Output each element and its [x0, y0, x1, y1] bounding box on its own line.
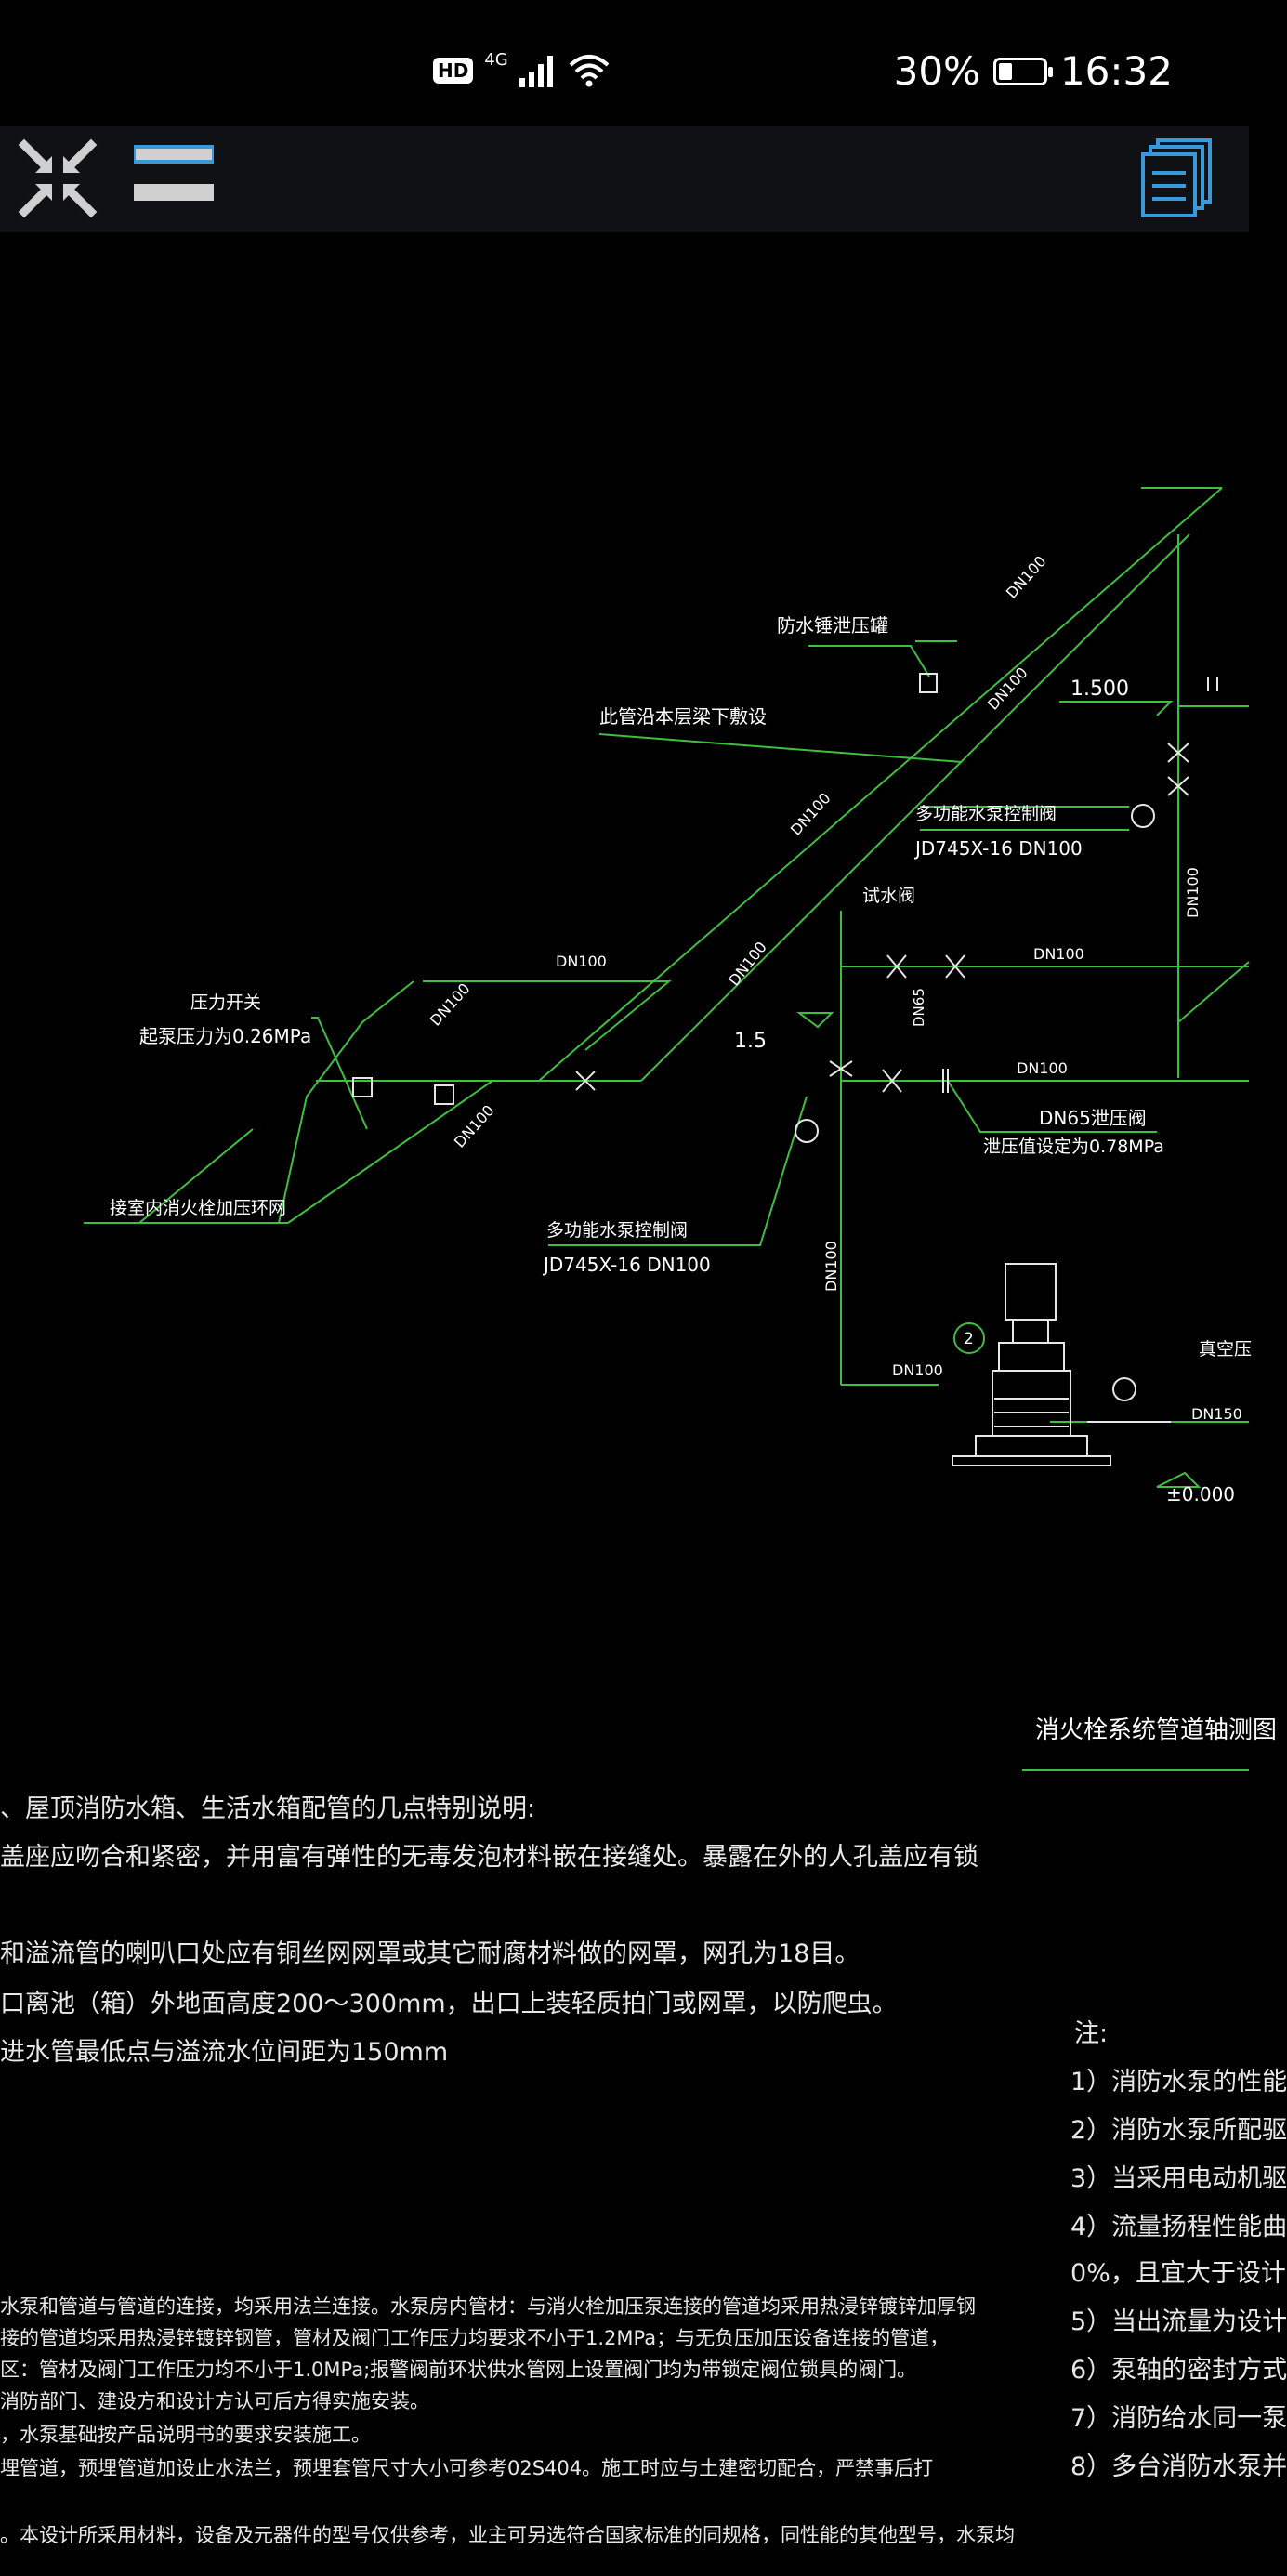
status-right: 30% 16:32 — [894, 48, 1173, 94]
label-pressure-switch: 压力开关 — [190, 992, 261, 1013]
notes-right-n5: 5）当出流量为设计 — [1070, 2307, 1287, 2336]
label-dn100-diag-d: DN100 — [427, 979, 474, 1029]
notes-left-small7: 。本设计所采用材料，设备及元器件的型号仅供参考，业主可另选符合国家标准的同规格，… — [0, 2524, 1015, 2546]
label-dn100-branch: DN100 — [1033, 945, 1084, 963]
notes-left-small3: 区：管材及阀门工作压力均不小于1.0MPa;报警阀前环状供水管网上设置阀门均为带… — [0, 2359, 917, 2381]
drawing-labels: 防水锤泄压罐 此管沿本层梁下敷设 1.500 多功能水泵控制阀 JD745X-1… — [110, 552, 1252, 1505]
status-bar: HD 4G 30% 16:32 — [0, 0, 1249, 126]
signal-indicators: HD 4G — [433, 50, 611, 87]
notes-right-n7: 7）消防给水同一泵 — [1070, 2404, 1287, 2433]
notes-right-n3: 3）当采用电动机驱 — [1070, 2164, 1287, 2193]
label-elevation-1-5: 1.5 — [734, 1030, 767, 1053]
notes-left-heading: 、屋顶消防水箱、生活水箱配管的几点特别说明: — [0, 1794, 536, 1823]
label-dn100-top: DN100 — [556, 953, 607, 970]
clock: 16:32 — [1059, 48, 1173, 94]
notes-left-small4: 消防部门、建设方和设计方认可后方得实施安装。 — [0, 2390, 429, 2412]
label-dn65: DN65 — [911, 988, 927, 1027]
label-dn100-main: DN100 — [1017, 1059, 1068, 1077]
label-dn100-riser: DN100 — [1184, 867, 1202, 918]
label-pipe-along-beam: 此管沿本层梁下敷设 — [599, 705, 767, 728]
label-dn100-riser-b: DN100 — [822, 1241, 840, 1292]
label-elevation-0: ±0.000 — [1166, 1483, 1235, 1505]
fire-pump[interactable] — [952, 1263, 1171, 1466]
battery-level — [998, 62, 1012, 80]
notes-left-small2: 接的管道均采用热浸锌镀锌钢管，管材及阀门工作压力均要求不小于1.2MPa；与无负… — [0, 2327, 950, 2349]
battery-percent: 30% — [893, 48, 980, 94]
battery-icon — [992, 57, 1053, 85]
label-elevation-1500: 1.500 — [1070, 677, 1129, 701]
notes-right-n4b: 0%，且宜大于设计 — [1070, 2259, 1286, 2288]
label-pump-tag: 2 — [964, 1330, 974, 1348]
label-multi-valve-b: 多功能水泵控制阀 — [546, 1220, 688, 1241]
label-dn100-diag-f: DN100 — [725, 939, 770, 990]
notes-left-line2: 和溢流管的喇叭口处应有铜丝网网罩或其它耐腐材料做的网罩，网孔为18目。 — [0, 1939, 860, 1968]
valves — [352, 673, 1218, 1143]
notes-right-n2: 2）消防水泵所配驱 — [1070, 2116, 1287, 2145]
label-dn100-diag-e: DN100 — [451, 1101, 498, 1150]
label-multi-valve-a-model: JD745X-16 DN100 — [913, 837, 1083, 860]
compress-arrows-icon[interactable] — [18, 138, 98, 218]
notes-right-n1: 1）消防水泵的性能 — [1070, 2068, 1287, 2096]
drawing-title: 消火栓系统管道轴测图 — [1035, 1716, 1277, 1744]
label-dn100-pump: DN100 — [892, 1361, 943, 1379]
notes-left-line4: 进水管最低点与溢流水位间距为150mm — [0, 2038, 449, 2067]
network-type: 4G — [484, 49, 508, 70]
notes-right-n4: 4）流量扬程性能曲 — [1070, 2213, 1287, 2241]
label-pump-start-pressure: 起泵压力为0.26MPa — [139, 1025, 311, 1047]
layers-icon[interactable] — [134, 145, 216, 210]
label-water-hammer: 防水锤泄压罐 — [777, 614, 888, 637]
label-dn150: DN150 — [1191, 1405, 1242, 1423]
notes-left-small1: 水泵和管道与管道的连接，均采用法兰连接。水泵房内管材：与消火栓加压泵连接的管道均… — [0, 2295, 976, 2318]
label-vacuum-gauge: 真空压 — [1199, 1339, 1252, 1360]
notes-right-heading: 注: — [1074, 2019, 1109, 2048]
notes-left-small6: 埋管道，预埋管道加设止水法兰，预埋套管尺寸大小可参考02S404。施工时应与土建… — [0, 2457, 934, 2479]
notes-left-line3: 口离池（箱）外地面高度200～300mm，出口上装轻质拍门或网罩，以防爬虫。 — [0, 1990, 898, 2018]
label-multi-valve-b-model: JD745X-16 DN100 — [542, 1254, 711, 1276]
cell-signal-icon — [519, 56, 553, 87]
notes-right-n6: 6）泵轴的密封方式 — [1070, 2356, 1287, 2385]
label-multi-valve-a: 多功能水泵控制阀 — [915, 804, 1057, 824]
notes-left-small5: ，水泵基础按产品说明书的要求安装施工。 — [0, 2424, 371, 2446]
viewer-toolbar — [0, 126, 1249, 232]
notes-right-n8: 8）多台消防水泵并 — [1070, 2452, 1287, 2481]
wifi-icon — [569, 55, 610, 87]
label-dn100-diag-a: DN100 — [1003, 552, 1050, 601]
notes-left-line1: 盖座应吻合和紧密，并用富有弹性的无毒发泡材料嵌在接缝处。暴露在外的人孔盖应有锁 — [0, 1843, 978, 1872]
label-relief-valve: DN65泄压阀 — [1039, 1107, 1147, 1129]
cad-drawing-canvas[interactable]: 防水锤泄压罐 此管沿本层梁下敷设 1.500 多功能水泵控制阀 JD745X-1… — [0, 232, 1277, 2576]
document-list-icon[interactable] — [1139, 138, 1215, 219]
hd-badge: HD — [433, 58, 474, 84]
label-indoor-ring: 接室内消火栓加压环网 — [110, 1198, 286, 1218]
label-test-valve: 试水阀 — [862, 886, 915, 906]
label-relief-setting: 泄压值设定为0.78MPa — [983, 1137, 1164, 1157]
pipe-network — [84, 487, 1250, 1771]
